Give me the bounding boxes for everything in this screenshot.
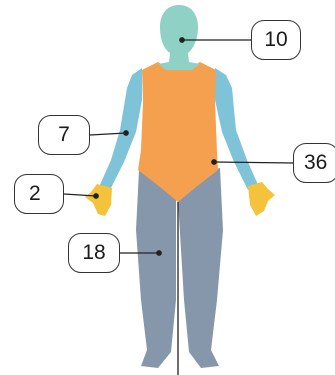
right-leg bbox=[136, 170, 176, 368]
leg-percentage-callout: 18 bbox=[68, 233, 120, 273]
right-arm bbox=[99, 68, 142, 190]
trunk-percentage-callout: 36 bbox=[293, 143, 335, 183]
right-hand bbox=[85, 184, 112, 216]
left-leg bbox=[176, 168, 223, 368]
hand-percentage-callout: 2 bbox=[14, 174, 64, 214]
left-hand bbox=[248, 182, 275, 216]
arm-percentage-callout: 7 bbox=[38, 115, 90, 155]
head-neck bbox=[158, 5, 200, 70]
left-arm bbox=[215, 68, 259, 190]
head-percentage-callout: 10 bbox=[251, 20, 301, 60]
